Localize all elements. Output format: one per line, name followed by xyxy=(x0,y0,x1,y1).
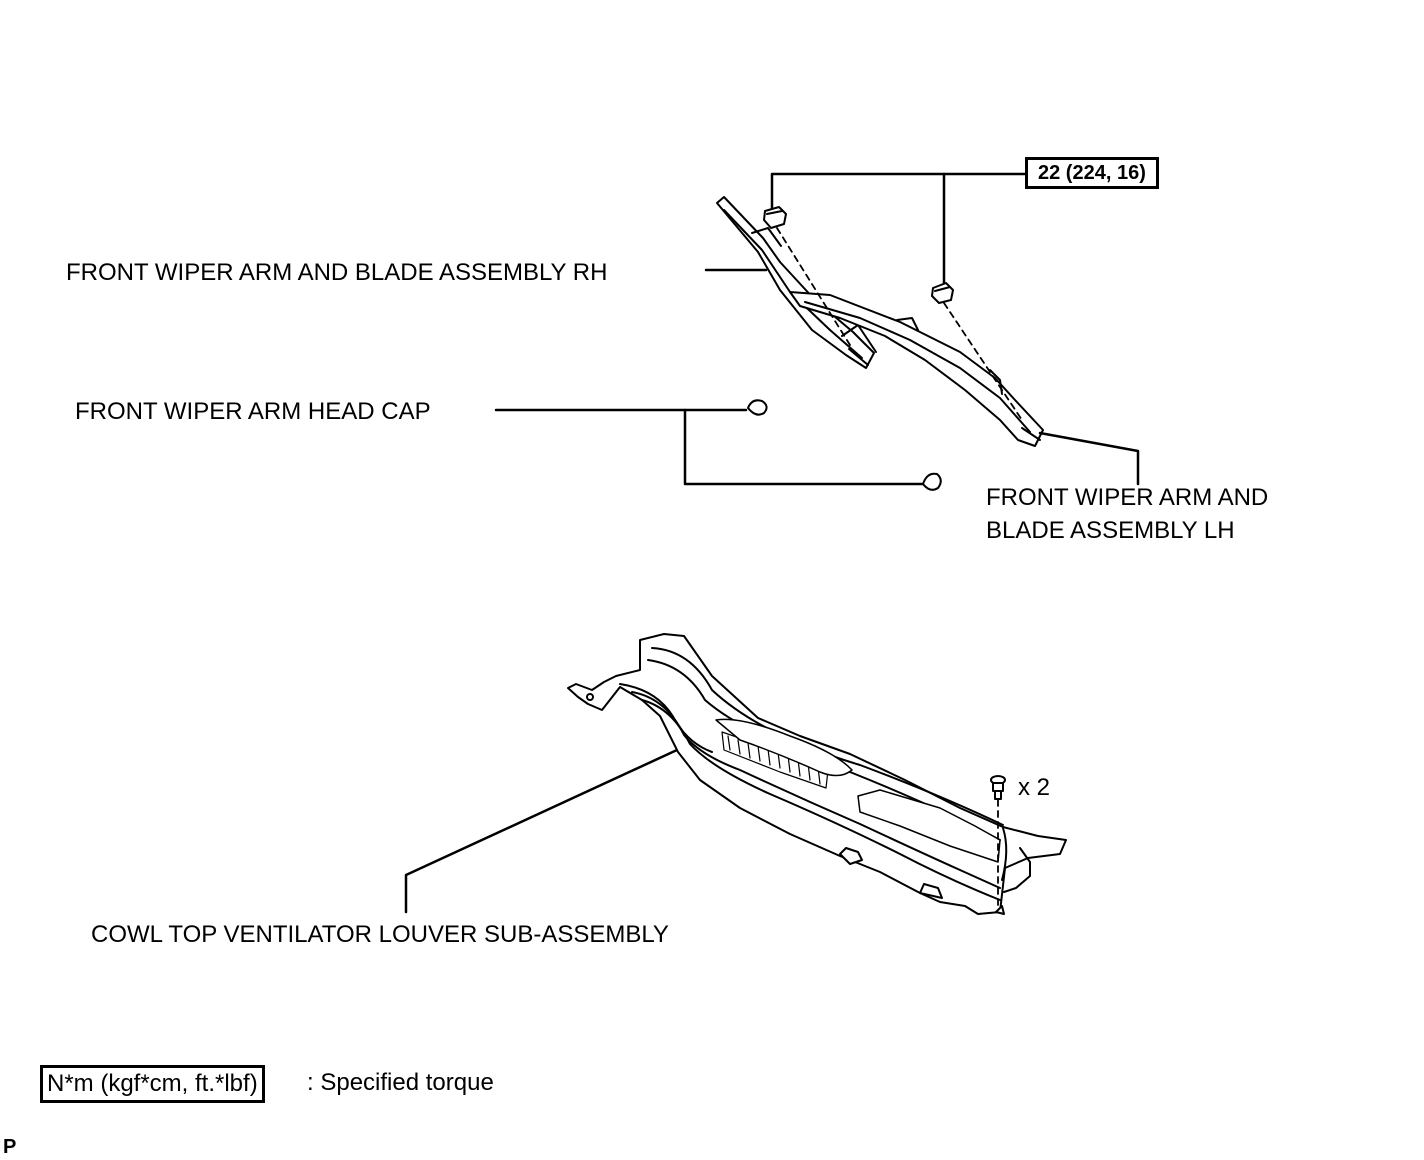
torque-leader-lines xyxy=(770,172,1030,287)
label-cowl-louver: COWL TOP VENTILATOR LOUVER SUB-ASSEMBLY xyxy=(91,921,669,948)
label-wiper-lh-line1: FRONT WIPER ARM AND xyxy=(986,484,1269,511)
label-wiper-lh-line2: BLADE ASSEMBLY LH xyxy=(986,517,1235,544)
wiper-nut-rh xyxy=(763,206,787,229)
cowl-louver xyxy=(567,633,1067,915)
corner-mark: P xyxy=(3,1136,17,1158)
label-head-cap: FRONT WIPER ARM HEAD CAP xyxy=(75,398,431,425)
wiper-arm-lh xyxy=(789,291,1044,447)
label-leader-lines xyxy=(404,268,1140,914)
wiper-nut-lh xyxy=(931,282,954,304)
head-cap-upper xyxy=(747,399,768,416)
label-wiper-rh: FRONT WIPER ARM AND BLADE ASSEMBLY RH xyxy=(66,259,608,286)
torque-legend-description: : Specified torque xyxy=(307,1069,494,1096)
torque-legend-box: N*m (kgf*cm, ft.*lbf) xyxy=(40,1065,265,1103)
cowl-clip xyxy=(990,775,1006,911)
head-cap-lower xyxy=(922,472,942,491)
label-clip-quantity: x 2 xyxy=(1018,774,1051,801)
torque-spec-box: 22 (224, 16) xyxy=(1025,157,1159,189)
wiper-arm-rh xyxy=(716,196,877,369)
install-guide-lines xyxy=(776,227,1023,421)
